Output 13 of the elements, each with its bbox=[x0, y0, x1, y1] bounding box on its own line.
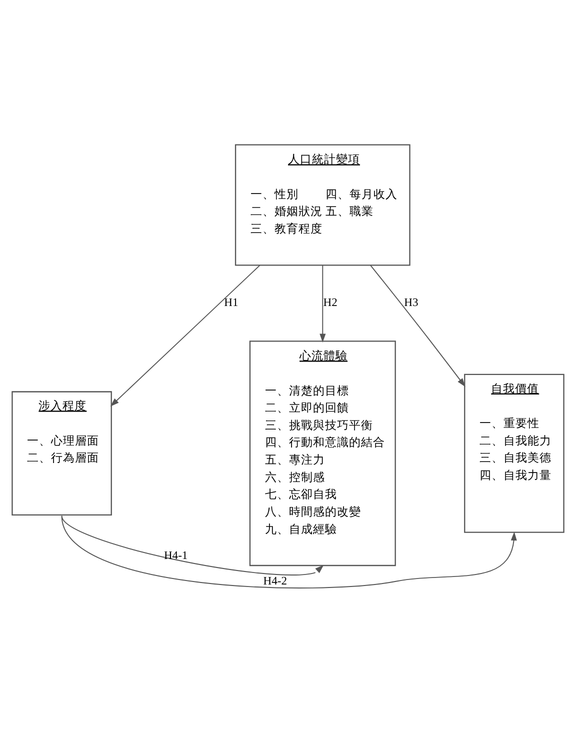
edge-label: H4-2 bbox=[263, 575, 287, 588]
node-box: 心流體驗 一、清楚的目標 二、立即的回饋 三、挑戰與技巧平衡 四、行動和意識的結合 五、專注力 六、控制感 七、忘卻自我 八、時間感的改變 九、自成經驗 bbox=[249, 340, 396, 566]
arrow bbox=[61, 514, 517, 588]
arrow bbox=[110, 264, 260, 406]
edge-label: H1 bbox=[224, 296, 238, 309]
arrow bbox=[320, 264, 326, 342]
edge-label: H4-1 bbox=[164, 549, 188, 562]
node-box: 涉入程度 一、心理層面 二、行為層面 bbox=[12, 390, 112, 516]
node-box: 自我價值 一、重要性 二、自我能力 三、自我美德 四、自我力量 bbox=[464, 373, 564, 532]
edge-label: H3 bbox=[404, 296, 418, 309]
edge-label: H2 bbox=[323, 296, 338, 309]
node-box: 人口統計變項 一、性別 四、每月收入 二、婚姻狀況 五、職業 三、教育程度 bbox=[234, 144, 410, 266]
arrow bbox=[370, 264, 466, 386]
